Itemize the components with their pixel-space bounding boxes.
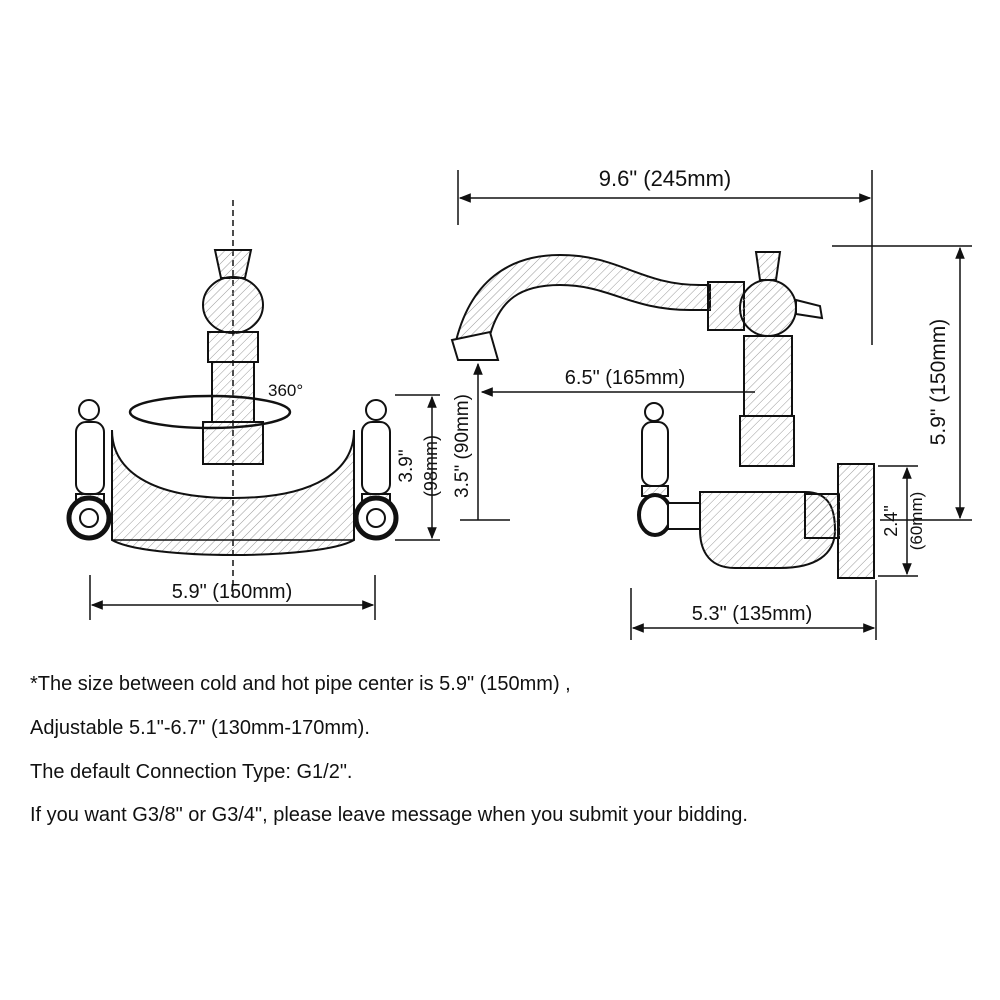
- front-ball: [202, 276, 264, 334]
- total-height-dimension: [832, 245, 972, 521]
- side-neck: [743, 335, 793, 417]
- side-joint: [707, 281, 745, 331]
- note-adjustable: Adjustable 5.1"-6.7" (130mm-170mm).: [30, 717, 370, 739]
- spout-height-dimension: [460, 362, 510, 521]
- side-top-knob: [754, 251, 782, 281]
- side-handle: [637, 402, 701, 537]
- note-pipe-center: *The size between cold and hot pipe cent…: [30, 673, 571, 695]
- side-spout: [453, 253, 711, 347]
- side-spout-tip: [450, 330, 500, 361]
- side-inlet: [804, 493, 840, 539]
- side-base-neck: [739, 415, 795, 467]
- front-body: [111, 429, 355, 556]
- faucet-dimension-drawing: 5.9" (150mm) 3.9" (98mm) 360°: [66, 166, 972, 640]
- rotation-ring: [128, 394, 292, 430]
- front-width-label: 5.9" (150mm): [172, 581, 292, 603]
- body-height-mm-label: (60mm): [907, 492, 926, 551]
- body-depth-label: 5.3" (135mm): [692, 603, 812, 625]
- spout-length-label: 6.5" (165mm): [565, 367, 685, 389]
- body-height-dimension: [878, 465, 918, 577]
- side-ball: [739, 279, 797, 337]
- front-collar: [207, 331, 259, 363]
- note-connection-type: The default Connection Type: G1/2".: [30, 761, 353, 783]
- spout-reach-dimension: [457, 170, 873, 345]
- front-height-mm-label: (98mm): [421, 435, 441, 497]
- spout-height-label: 3.5" (90mm): [452, 394, 473, 498]
- front-height-dimension: [395, 394, 440, 541]
- spout-reach-label: 9.6" (245mm): [599, 166, 732, 191]
- rotation-label: 360°: [268, 381, 303, 400]
- front-neck: [211, 361, 255, 423]
- note-leave-message: If you want G3/8" or G3/4", please leave…: [30, 804, 748, 826]
- front-width-dimension: [89, 575, 376, 620]
- side-wall-plate: [837, 463, 875, 579]
- side-view: [450, 251, 875, 579]
- body-depth-dimension: [630, 580, 877, 640]
- front-view: [66, 200, 399, 600]
- right-handle: [353, 399, 399, 541]
- front-top-cap: [213, 249, 253, 279]
- total-height-label: 5.9" (150mm): [927, 319, 950, 446]
- body-height-label: 2.4": [881, 505, 901, 536]
- front-height-label: 3.9": [396, 449, 417, 482]
- left-handle: [66, 399, 112, 541]
- side-lever: [795, 298, 824, 320]
